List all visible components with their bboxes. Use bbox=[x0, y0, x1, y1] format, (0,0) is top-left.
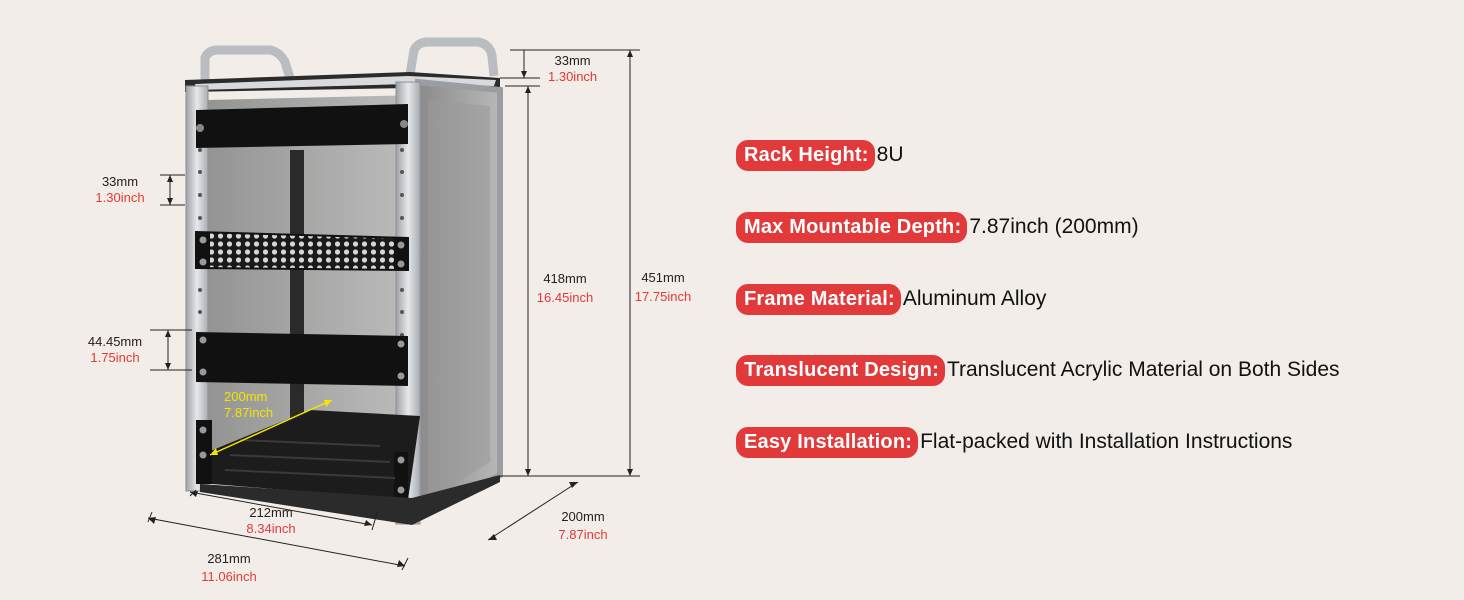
dim-mm: 212mm bbox=[249, 505, 293, 520]
dim-mm: 33mm bbox=[554, 53, 591, 68]
spec-label: Translucent Design: bbox=[736, 354, 945, 386]
spec-translucent-design: Translucent Design: Translucent Acrylic … bbox=[736, 352, 1340, 388]
dim-mm: 200mm bbox=[561, 509, 605, 524]
handle-icon bbox=[200, 45, 295, 80]
dim-mm: 451mm bbox=[641, 270, 685, 285]
spec-value: Translucent Acrylic Material on Both Sid… bbox=[946, 358, 1340, 381]
dim-mm: 44.45mm bbox=[87, 334, 143, 349]
dim-inner-width: 212mm 8.34inch bbox=[236, 505, 306, 537]
spec-rack-height: Rack Height: 8U bbox=[736, 137, 904, 173]
dim-inch: 7.87inch bbox=[558, 527, 608, 542]
spec-frame-material: Frame Material: Aluminum Alloy bbox=[736, 281, 1046, 317]
spec-value: 7.87inch (200mm) bbox=[969, 215, 1139, 238]
dim-mm: 281mm bbox=[207, 551, 251, 566]
dim-inner-height: 418mm 16.45inch bbox=[530, 269, 600, 307]
dim-inch: 8.34inch bbox=[246, 521, 296, 536]
dim-top-offset: 33mm 1.30inch bbox=[548, 53, 597, 85]
handle-icon bbox=[405, 37, 499, 77]
spec-label: Max Mountable Depth: bbox=[736, 211, 968, 243]
dim-mm: 418mm bbox=[543, 271, 587, 286]
dim-mm: 200mm bbox=[224, 389, 268, 404]
spec-value: Aluminum Alloy bbox=[902, 287, 1047, 310]
spec-label: Easy Installation: bbox=[736, 426, 919, 458]
dim-mm: 33mm bbox=[101, 174, 139, 189]
dim-inch: 1.30inch bbox=[95, 190, 145, 205]
vent-panel-icon bbox=[195, 230, 409, 272]
spec-value: Flat-packed with Installation Instructio… bbox=[920, 430, 1293, 453]
spec-max-depth: Max Mountable Depth: 7.87inch (200mm) bbox=[736, 209, 1139, 245]
dim-rack-unit: 33mm 1.30inch bbox=[88, 174, 152, 206]
dim-inch: 7.87inch bbox=[224, 405, 274, 420]
spec-label: Rack Height: bbox=[736, 139, 875, 171]
spec-easy-installation: Easy Installation: Flat-packed with Inst… bbox=[736, 424, 1292, 460]
dim-shelf-depth: 200mm 7.87inch bbox=[224, 389, 273, 421]
spec-label: Frame Material: bbox=[736, 283, 901, 315]
dim-inch: 11.06inch bbox=[201, 569, 257, 584]
dim-inch: 1.75inch bbox=[90, 350, 140, 365]
dim-outer-depth: 200mm 7.87inch bbox=[548, 508, 618, 544]
dim-outer-width: 281mm 11.06inch bbox=[194, 550, 264, 586]
dim-inch: 17.75inch bbox=[634, 289, 692, 304]
dim-total-height: 451mm 17.75inch bbox=[628, 268, 698, 306]
dim-panel-height: 44.45mm 1.75inch bbox=[80, 334, 150, 366]
dim-inch: 16.45inch bbox=[536, 290, 594, 305]
spec-value: 8U bbox=[876, 143, 904, 166]
dim-inch: 1.30inch bbox=[548, 69, 598, 84]
rack-illustration bbox=[147, 37, 640, 571]
